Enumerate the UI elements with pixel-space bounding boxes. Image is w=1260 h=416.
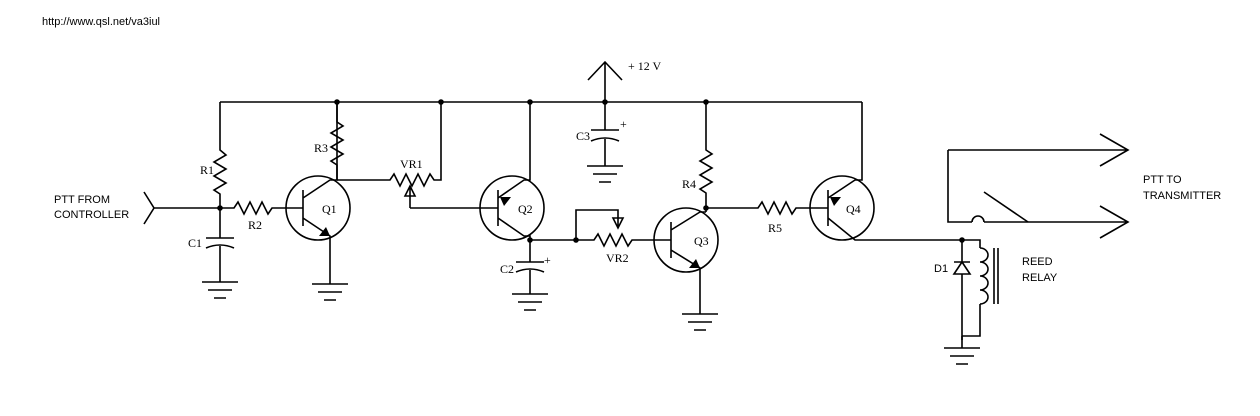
resistor-r1 [212, 102, 228, 208]
c1-label: C1 [188, 236, 202, 250]
input-label-line2: CONTROLLER [54, 209, 129, 221]
r2-label: R2 [248, 218, 262, 232]
output-label-line1: PTT TO [1143, 174, 1182, 186]
input-connector [143, 191, 223, 225]
c2-plus: + [544, 253, 551, 267]
transistor-q1 [285, 102, 351, 301]
d1-label: D1 [934, 263, 948, 275]
transistor-q3 [653, 207, 719, 331]
vr2-label: VR2 [606, 251, 629, 265]
diode-d1-and-relay [944, 237, 999, 365]
resistor-r5 [706, 200, 818, 216]
c3-plus: + [620, 117, 627, 131]
resistor-r4 [698, 102, 714, 212]
capacitor-c1 [202, 208, 238, 299]
transistor-q2 [479, 102, 545, 241]
c3-label: C3 [576, 129, 590, 143]
q2-label: Q2 [518, 202, 533, 216]
r3-label: R3 [314, 141, 328, 155]
capacitor-c3 [587, 102, 623, 183]
q4-label: Q4 [846, 202, 861, 216]
supply-rail [220, 60, 862, 105]
vr1-label: VR1 [400, 157, 423, 171]
input-label-line1: PTT FROM [54, 194, 110, 206]
output-label-line2: TRANSMITTER [1143, 190, 1221, 202]
potentiometer-vr2 [573, 209, 655, 248]
capacitor-c2 [512, 237, 576, 311]
r1-label: R1 [200, 163, 214, 177]
q3-label: Q3 [694, 234, 709, 248]
transistor-q4 [809, 102, 962, 241]
r5-label: R5 [768, 221, 782, 235]
q1-label: Q1 [322, 202, 337, 216]
potentiometer-vr1 [337, 102, 488, 209]
output-contacts [947, 133, 1130, 239]
resistor-r3 [329, 102, 345, 180]
c2-label: C2 [500, 262, 514, 276]
supply-label: + 12 V [628, 59, 662, 73]
relay-label-line1: REED [1022, 256, 1053, 268]
relay-label-line2: RELAY [1022, 272, 1058, 284]
resistor-r2 [220, 200, 295, 216]
source-url: http://www.qsl.net/va3iul [42, 16, 161, 28]
r4-label: R4 [682, 177, 696, 191]
